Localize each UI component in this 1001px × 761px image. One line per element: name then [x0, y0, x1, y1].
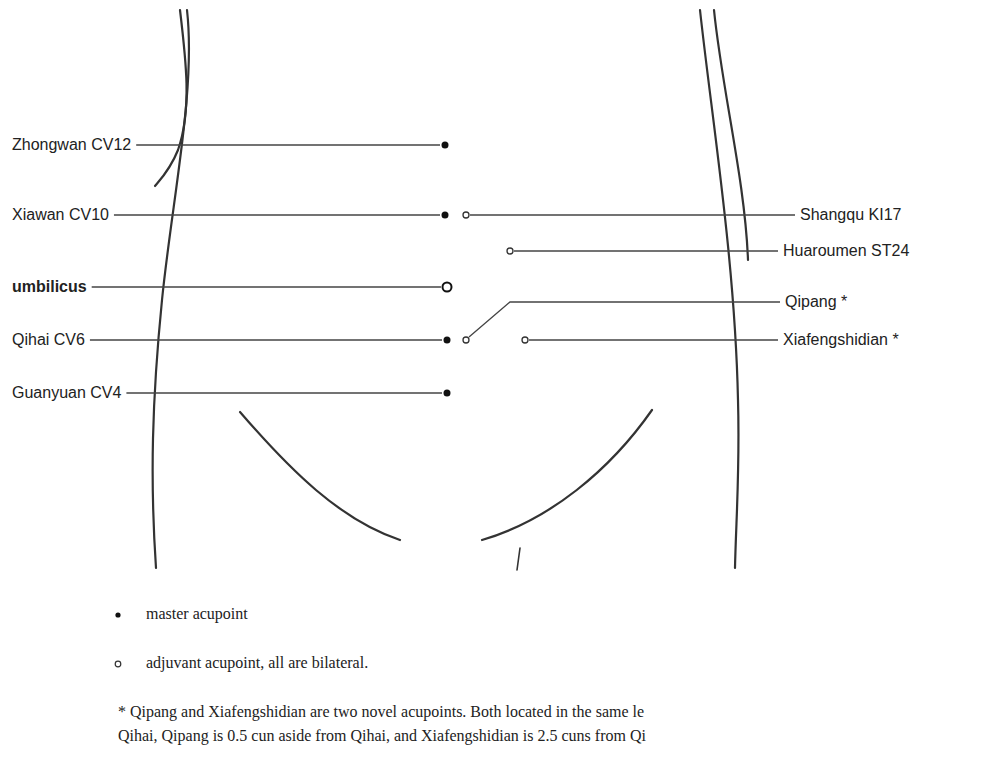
leader-line [514, 250, 778, 251]
acupoint-label: Shangqu KI17 [800, 205, 901, 225]
umbilicus-mark [443, 283, 452, 292]
footnote: * Qipang and Xiafengshidian are two nove… [118, 702, 644, 722]
leader-line [114, 214, 440, 215]
acupoint-label: Xiafengshidian * [783, 330, 899, 350]
master-acupoint [444, 390, 451, 397]
adjuvant-acupoint [463, 212, 469, 218]
leader-line [470, 214, 795, 215]
legend-text: adjuvant acupoint, all are bilateral. [146, 653, 368, 673]
leader-line [469, 302, 780, 337]
leader-line [529, 339, 778, 340]
midline-mark [517, 548, 520, 570]
leader-line [136, 144, 440, 145]
legend-sample-dot [115, 612, 120, 617]
leader-line [126, 392, 442, 393]
legend-sample-circle [115, 661, 121, 667]
leader-line [90, 339, 442, 340]
master-acupoint [442, 212, 449, 219]
adjuvant-acupoint [463, 337, 469, 343]
acupoint-label: Huaroumen ST24 [783, 241, 909, 261]
acupoint-label: Zhongwan CV12 [12, 135, 131, 155]
master-acupoint [442, 142, 449, 149]
legend-text: master acupoint [146, 604, 248, 624]
master-acupoint [444, 337, 451, 344]
acupoint-label: Xiawan CV10 [12, 205, 109, 225]
adjuvant-acupoint [507, 248, 513, 254]
body-contour [700, 10, 739, 568]
groin-line [482, 410, 652, 540]
body-contour [714, 10, 748, 260]
adjuvant-acupoint [522, 337, 528, 343]
acupoint-label: Guanyuan CV4 [12, 383, 121, 403]
body-contour [155, 10, 187, 186]
acupoint-label: umbilicus [12, 277, 87, 297]
groin-line [240, 412, 400, 540]
leader-line [92, 286, 441, 287]
footnote: Qihai, Qipang is 0.5 cun aside from Qiha… [118, 726, 646, 746]
acupoint-label: Qipang * [785, 292, 847, 312]
acupoint-label: Qihai CV6 [12, 330, 85, 350]
body-contour [153, 10, 189, 568]
